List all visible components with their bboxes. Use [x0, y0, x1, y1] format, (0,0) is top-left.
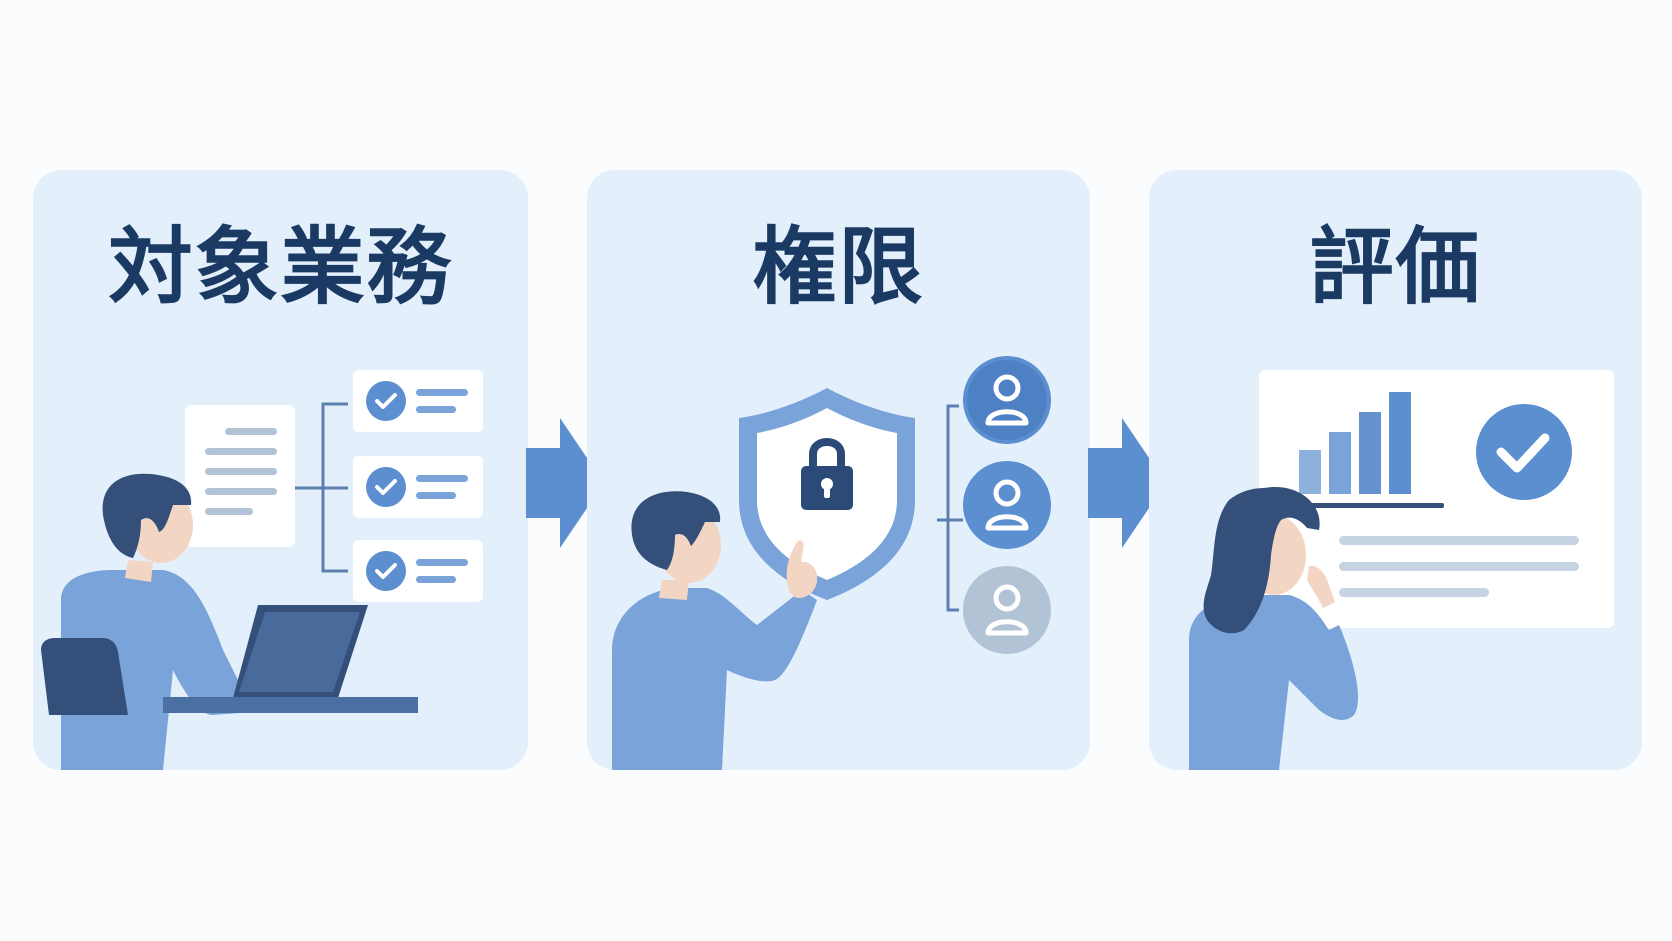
step-title: 対象業務 [108, 218, 453, 316]
step-panel-evaluation: 評価 [1149, 170, 1642, 770]
authority-illustration [612, 356, 1051, 770]
bar-chart-icon [1299, 392, 1444, 508]
report-text-lines [1339, 536, 1579, 597]
checklist-icon [353, 370, 483, 602]
person-thinking [1189, 487, 1359, 770]
connector-lines [937, 404, 963, 612]
step-title: 権限 [752, 218, 925, 316]
step-panel-target-work: 対象業務 [33, 170, 528, 770]
person-pointing [612, 491, 818, 770]
connector-lines [295, 402, 348, 573]
check-circle-icon [1476, 404, 1572, 500]
step-title: 評価 [1309, 218, 1482, 316]
shield-lock-icon [739, 388, 915, 600]
user-icon [963, 461, 1051, 549]
user-icon [963, 566, 1051, 654]
chair [41, 638, 128, 715]
arrow-right-icon [526, 418, 604, 548]
arrow-right-icon [1088, 418, 1166, 548]
document-icon [185, 405, 295, 547]
laptop-icon [163, 605, 418, 713]
target-work-illustration [41, 370, 483, 770]
step-panel-authority: 権限 [587, 170, 1090, 770]
evaluation-illustration [1189, 370, 1614, 770]
user-icon [963, 356, 1051, 444]
